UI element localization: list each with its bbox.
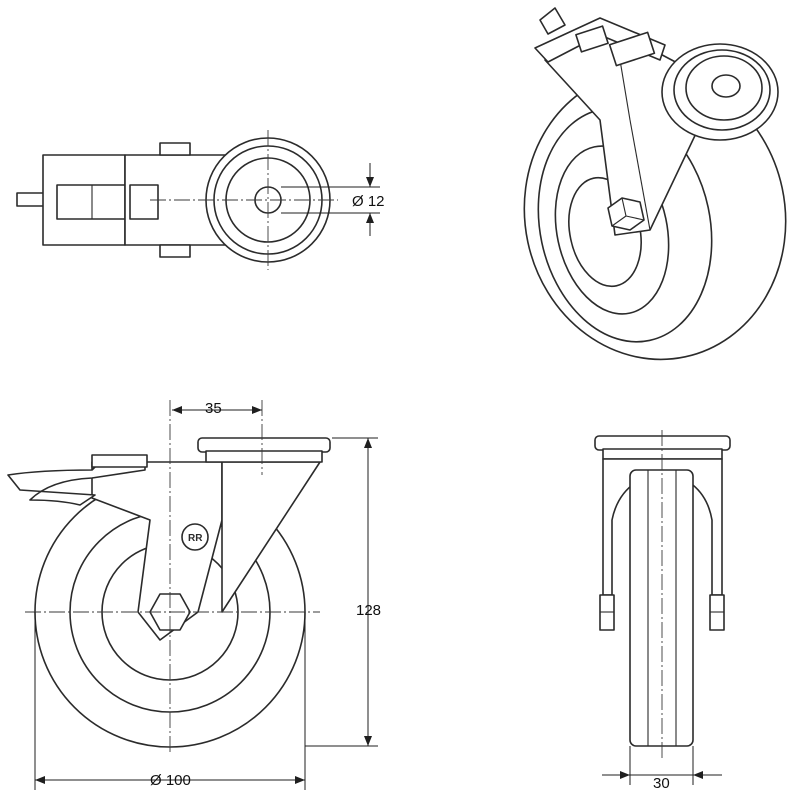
iso-bolt-hole xyxy=(711,74,741,98)
axle-nut-top xyxy=(159,142,191,156)
iso-lock-pin xyxy=(539,7,566,35)
dimension-offset: 35 xyxy=(205,400,222,417)
front-top-plate xyxy=(594,435,731,451)
side-brake-lever xyxy=(7,461,146,506)
top-view: Ø 12 xyxy=(16,130,385,270)
side-logo xyxy=(181,523,209,551)
side-swivel-ring xyxy=(205,450,323,463)
axle-nut-bottom xyxy=(159,244,191,258)
brake-lever xyxy=(129,184,159,220)
dimension-bolt-hole-diameter: Ø 12 xyxy=(352,193,385,210)
side-view: RR 35 128 Ø 100 xyxy=(7,400,381,790)
logo-text: RR xyxy=(188,533,203,544)
iso-brake-lever xyxy=(534,17,666,63)
dimension-wheel-diameter: Ø 100 xyxy=(150,772,191,789)
isometric-view xyxy=(523,7,787,361)
front-view: 30 xyxy=(594,430,731,792)
dimension-overall-height: 128 xyxy=(356,602,381,619)
front-wheel xyxy=(629,469,694,747)
side-top-plate xyxy=(197,437,331,453)
lock-pin xyxy=(16,192,46,207)
front-swivel-ring xyxy=(602,448,723,460)
dimension-wheel-width: 30 xyxy=(653,775,670,792)
brake-slot xyxy=(56,184,126,220)
side-brake-pedal xyxy=(91,454,148,468)
